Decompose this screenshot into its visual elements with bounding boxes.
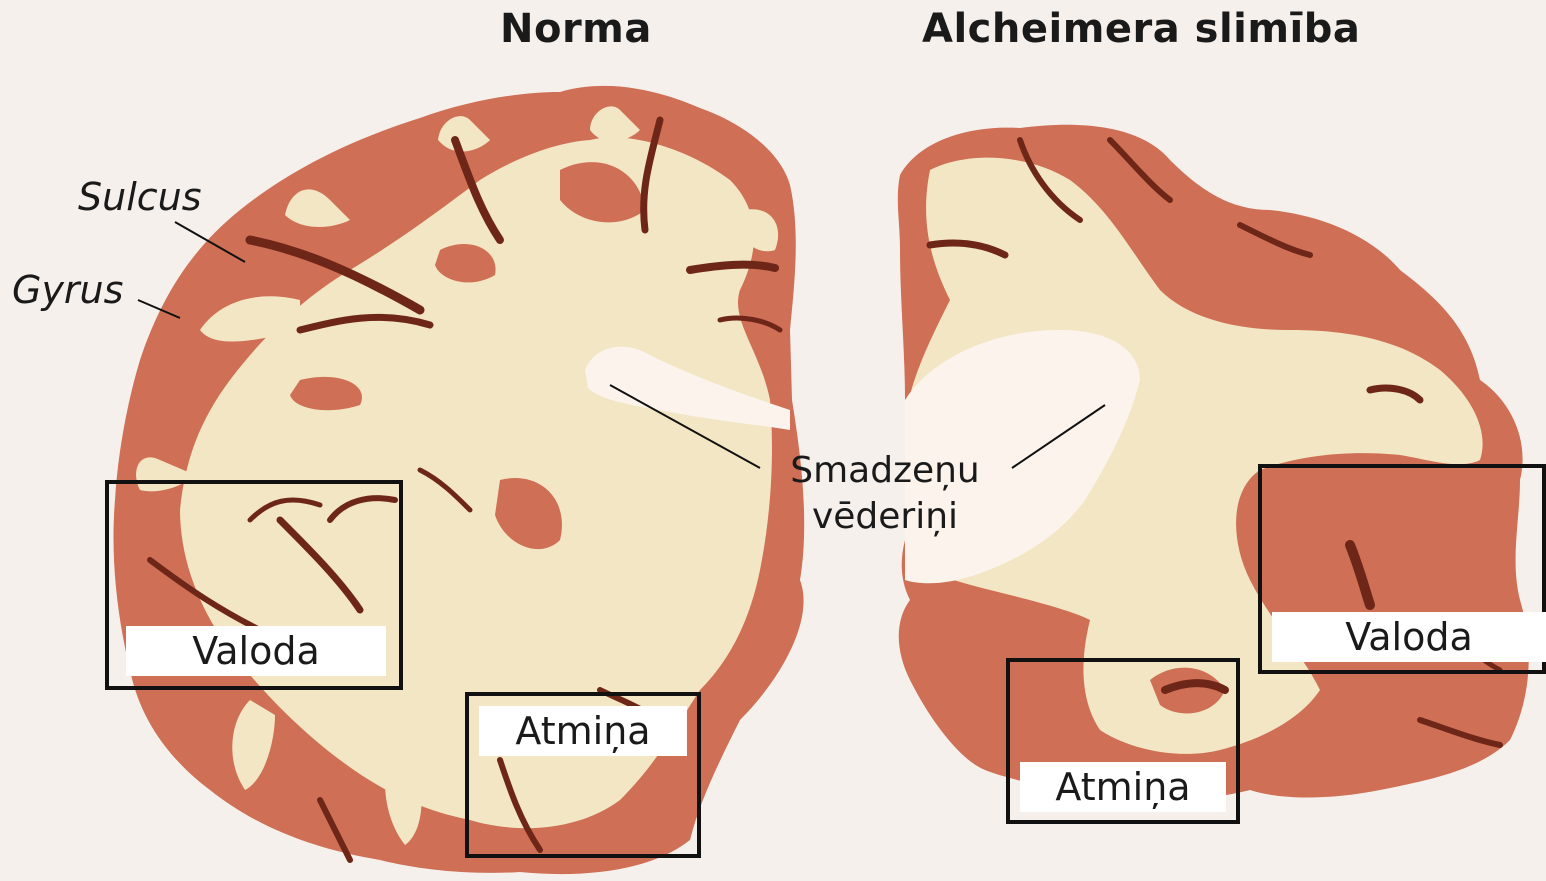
memory-label-normal: Atmiņa	[479, 706, 687, 756]
title-normal: Norma	[500, 6, 652, 52]
label-sulcus: Sulcus	[78, 175, 202, 219]
language-label-alzheimer: Valoda	[1272, 612, 1546, 662]
label-gyrus: Gyrus	[12, 268, 123, 312]
language-label-normal: Valoda	[126, 626, 386, 676]
title-alzheimer: Alcheimera slimība	[922, 6, 1360, 52]
label-ventricles-line2: vēderiņi	[765, 494, 1005, 540]
memory-label-alzheimer: Atmiņa	[1020, 762, 1226, 812]
label-ventricles-line1: Smadzeņu	[765, 448, 1005, 494]
label-ventricles: Smadzeņu vēderiņi	[765, 448, 1005, 540]
